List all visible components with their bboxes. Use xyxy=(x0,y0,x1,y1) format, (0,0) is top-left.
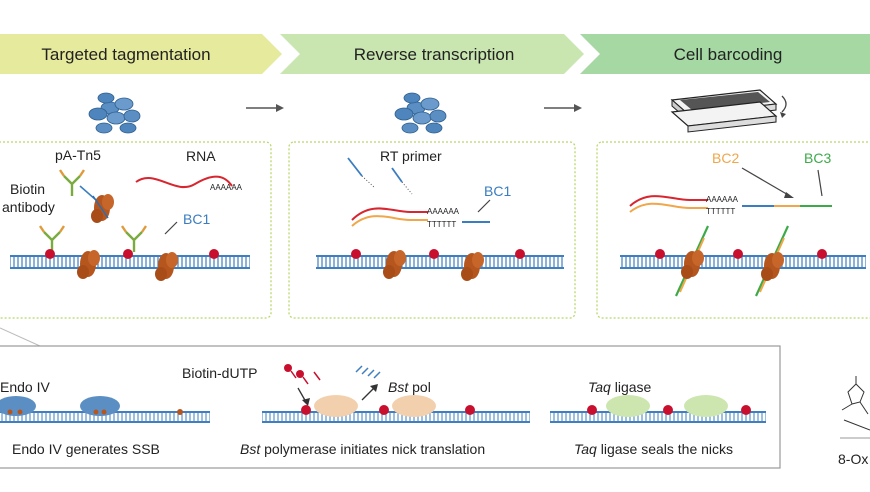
bst-pol-label: Bst pol xyxy=(388,379,431,395)
cells-icon xyxy=(394,92,447,134)
antibody-label: antibody xyxy=(2,199,55,215)
rna-label: RNA xyxy=(186,148,216,164)
polya-label: AAAAAA xyxy=(706,195,739,204)
dna-strand xyxy=(550,412,766,422)
tn5-icon xyxy=(681,250,704,279)
stage-banner-targeted-tagmentation: Targeted tagmentation xyxy=(0,34,282,74)
endo-caption: Endo IV generates SSB xyxy=(12,441,160,457)
stage-label: Cell barcoding xyxy=(674,45,783,64)
panel-targeted-tagmentation: pA-Tn5 Biotin antibody RNA AAAAAA BC1 xyxy=(0,141,272,319)
biotin-dutp-icon xyxy=(284,364,321,385)
taq-ligase xyxy=(606,395,650,417)
bc3-label: BC3 xyxy=(804,150,831,166)
cells-icon xyxy=(88,92,141,134)
bc1-label: BC1 xyxy=(183,211,210,227)
polyt-label: TTTTTT xyxy=(706,207,735,216)
taq-ligase xyxy=(684,395,728,417)
antibody-icon xyxy=(120,224,148,254)
bc1-label: BC1 xyxy=(484,183,511,199)
taq-caption: Taq ligase seals the nicks xyxy=(574,441,733,457)
biotin-label: Biotin xyxy=(10,181,45,197)
biotin-dutp-label: Biotin-dUTP xyxy=(182,365,257,381)
dna-strand xyxy=(0,412,210,422)
oxo-structure-icon xyxy=(840,376,870,439)
well-plate-icon xyxy=(670,89,787,133)
endo-iv-label: Endo IV xyxy=(0,379,50,395)
panel-cell-barcoding: BC2 BC3 AAAAAA TTTTTT xyxy=(596,141,870,319)
stage-label: Reverse transcription xyxy=(354,45,515,64)
rt-primer-label: RT primer xyxy=(380,148,442,164)
polyt-label: TTTTTT xyxy=(427,220,456,229)
polya-label: AAAAAA xyxy=(427,207,460,216)
arrow-right-icon xyxy=(246,104,284,112)
tn5-icon xyxy=(383,250,406,279)
endo-iv-enzyme xyxy=(80,396,120,416)
bottom-panel: Endo IV Endo IV generates SSB Biotin-dUT… xyxy=(0,327,870,469)
pa-tn5-label: pA-Tn5 xyxy=(55,147,101,163)
panel-reverse-transcription: RT primer BC1 AAAAAA TTTTTT xyxy=(288,141,576,319)
dna-strand xyxy=(316,256,564,268)
rna-strand xyxy=(135,175,233,189)
dna-strand xyxy=(10,256,250,268)
nucleotides-icon xyxy=(355,365,381,379)
polya-label: AAAAAA xyxy=(210,183,243,192)
rt-primer xyxy=(347,157,413,195)
tn5-icon xyxy=(77,250,100,279)
oxo-label: 8-Ox xyxy=(838,451,868,467)
bst-polymerase xyxy=(314,395,358,417)
stage-banner-reverse-transcription: Reverse transcription xyxy=(280,34,584,74)
bst-caption: Bst polymerase initiates nick translatio… xyxy=(240,441,485,457)
taq-ligase-label: Taq ligase xyxy=(588,379,652,395)
dna-strand xyxy=(620,256,866,268)
antibody-icon xyxy=(58,168,86,198)
stage-banner-cell-barcoding: Cell barcoding xyxy=(580,34,870,74)
arrow-right-icon xyxy=(544,104,582,112)
stage-label: Targeted tagmentation xyxy=(41,45,210,64)
antibody-icon xyxy=(38,224,66,254)
dna-strand xyxy=(262,412,530,422)
bst-polymerase xyxy=(392,395,436,417)
bc2-label: BC2 xyxy=(712,150,739,166)
